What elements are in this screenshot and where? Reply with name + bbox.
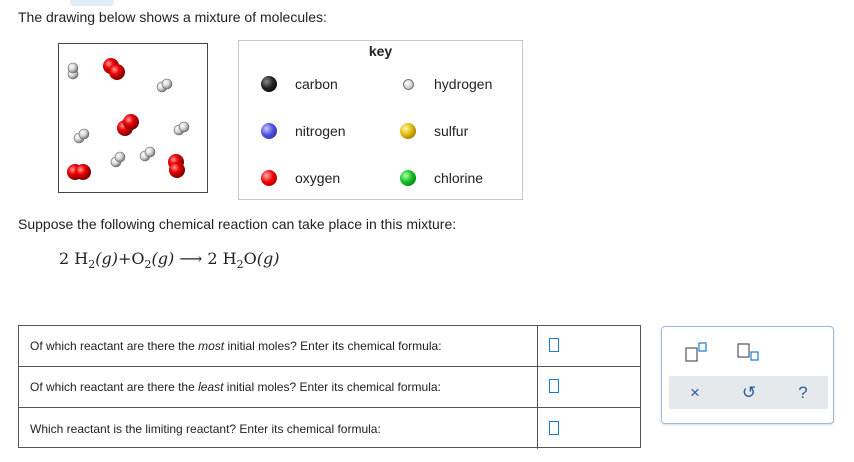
key-label-nitrogen: nitrogen (295, 123, 346, 139)
limiting-reactant-answer-input[interactable] (549, 421, 559, 435)
carbon-atom-icon (261, 76, 277, 92)
plus-sign: + (117, 249, 132, 268)
key-label-sulfur: sulfur (434, 123, 469, 139)
question-text: Which reactant is the limiting reactant?… (30, 422, 381, 436)
oxygen-atom-icon (261, 170, 277, 186)
reaction-equation: 2 H2(g)+O2(g) ⟶ 2 H2O(g) (59, 249, 279, 271)
intro-text: The drawing below shows a mixture of mol… (18, 9, 327, 25)
key-label-oxygen: oxygen (295, 170, 341, 186)
state: (g) (256, 249, 280, 268)
state: (g) (95, 249, 118, 268)
key-label-hydrogen: hydrogen (434, 76, 493, 92)
key-title: key (368, 43, 393, 59)
hydrogen-atom-icon (403, 79, 414, 90)
question-row: Which reactant is the limiting reactant?… (19, 407, 640, 449)
undo-icon[interactable]: ↺ (741, 383, 757, 402)
superscript-icon (685, 342, 707, 362)
question-text-part: Which reactant is the limiting reactant?… (30, 422, 381, 436)
state: (g) (151, 249, 175, 268)
question-text-part: initial moles? Enter its chemical formul… (224, 339, 442, 353)
question-text-part: initial moles? Enter its chemical formul… (223, 380, 441, 394)
element-symbol: O (243, 249, 257, 268)
mixture-drawing (58, 43, 208, 193)
question-text: Of which reactant are there the most ini… (30, 339, 442, 353)
question-text: Of which reactant are there the least in… (30, 380, 441, 394)
molecule-o2 (117, 114, 139, 136)
subscript: 2 (144, 258, 152, 272)
molecule-o2 (67, 164, 91, 180)
mixture-svg (67, 58, 190, 180)
question-emphasis: most (198, 339, 225, 353)
subscript: 2 (236, 258, 244, 272)
reaction-arrow: ⟶ (179, 249, 203, 268)
molecule-o2 (103, 58, 125, 80)
subscript: 2 (88, 258, 96, 272)
coefficient: 2 (207, 249, 218, 268)
subscript-icon (737, 343, 759, 361)
question-emphasis: least (198, 380, 224, 394)
column-divider (537, 408, 538, 449)
most-moles-answer-input[interactable] (549, 338, 559, 352)
superscript-button[interactable] (684, 341, 714, 363)
key-label-chlorine: chlorine (434, 170, 484, 186)
molecule-h2 (67, 62, 79, 80)
molecule-o2 (168, 154, 185, 178)
coefficient: 2 (59, 249, 70, 268)
column-divider (537, 367, 538, 408)
molecule-h2 (110, 151, 126, 168)
element-symbol: H (74, 249, 89, 268)
question-text-part: Of which reactant are there the (30, 380, 199, 394)
least-moles-answer-input[interactable] (549, 379, 559, 393)
sulfur-atom-icon (400, 123, 416, 139)
chlorine-atom-icon (400, 170, 416, 186)
question-row: Of which reactant are there the least in… (19, 366, 640, 408)
element-symbol: H (222, 249, 237, 268)
question-text-part: Of which reactant are there the (30, 339, 199, 353)
column-divider (537, 326, 538, 367)
molecule-h2 (173, 121, 190, 136)
clear-icon[interactable]: × (690, 383, 700, 402)
subscript-button[interactable] (736, 341, 766, 363)
tool-action-bar: × ↺ ? (669, 376, 828, 409)
answer-tool-palette: × ↺ ? (661, 326, 834, 424)
question-row: Of which reactant are there the most ini… (19, 326, 640, 367)
reaction-intro: Suppose the following chemical reaction … (18, 216, 457, 232)
tab-indicator (70, 0, 114, 6)
molecule-h2 (156, 78, 173, 93)
key-label-carbon: carbon (295, 76, 338, 92)
molecule-h2 (73, 128, 90, 144)
help-icon[interactable]: ? (798, 383, 808, 402)
key-legend: key carbon hydrogen nitrogen sulfur oxyg… (238, 40, 523, 200)
molecule-h2 (139, 146, 156, 162)
element-symbol: O (131, 249, 145, 268)
nitrogen-atom-icon (261, 123, 277, 139)
question-table: Of which reactant are there the most ini… (18, 325, 641, 449)
